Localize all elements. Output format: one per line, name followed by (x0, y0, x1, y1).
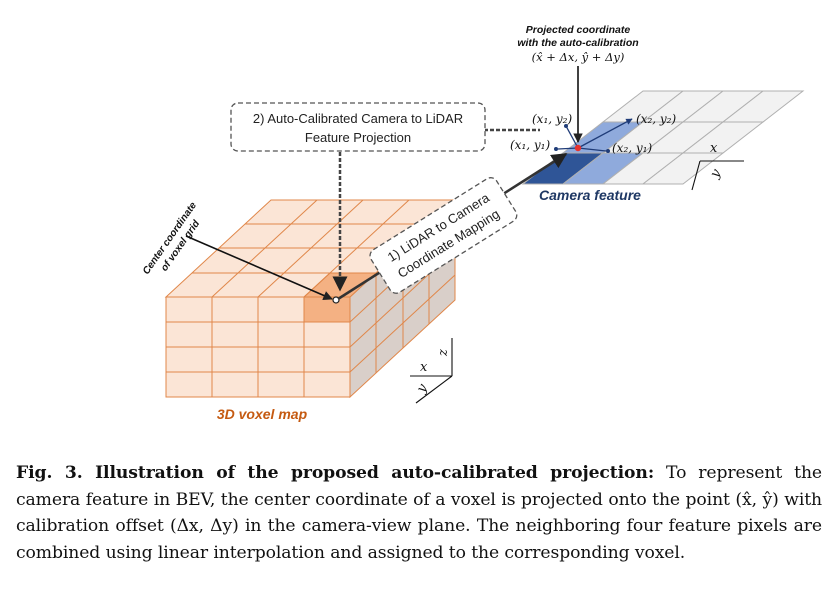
camera-axis-y: y (707, 166, 724, 181)
camera-feature-label: Camera feature (539, 187, 641, 203)
voxel-highlight-front (303, 296, 351, 323)
camera-axes (691, 160, 744, 191)
box2-line1: 2) Auto-Calibrated Camera to LiDAR (253, 111, 463, 126)
camera-feature-grid (521, 90, 805, 185)
projected-title-line2: with the auto-calibration (517, 37, 638, 49)
label-x1y2: (x₁, y₂) (532, 112, 572, 126)
figure-caption: Fig. 3. Illustration of the proposed aut… (16, 460, 822, 566)
box2-line2: Feature Projection (305, 130, 411, 145)
voxel-axis-x: x (420, 360, 428, 375)
label-x1y1: (x₁, y₁) (510, 138, 550, 152)
projected-title-line1: Projected coordinate (526, 24, 631, 36)
neighbor-dot-x1y1 (554, 147, 558, 151)
voxel-map-label: 3D voxel map (217, 406, 308, 422)
box2-auto-calibrated: 2) Auto-Calibrated Camera to LiDAR Featu… (230, 102, 486, 152)
auto-calibrated-projection-figure: 2) Auto-Calibrated Camera to LiDAR Featu… (141, 24, 805, 422)
label-x2y2: (x₂, y₂) (636, 112, 676, 126)
caption-text: To represent the camera feature in BEV, … (16, 463, 822, 563)
camera-axis-x: x (710, 141, 718, 156)
voxel-axis-z: z (436, 349, 451, 357)
projected-red-point (574, 144, 582, 152)
neighbor-dot-x2y1 (606, 149, 610, 153)
center-coordinate-arrow (185, 235, 333, 300)
neighbor-dot-x1y2 (564, 124, 568, 128)
voxel-axes (410, 338, 453, 404)
caption-label: Fig. 3. Illustration of the proposed aut… (16, 463, 655, 483)
voxel-center-point (332, 296, 340, 304)
projected-formula: (x̂ + Δx, ŷ + Δy) (532, 50, 625, 64)
interpolation-lines (557, 118, 633, 152)
label-x2y1: (x₂, y₁) (612, 141, 652, 155)
